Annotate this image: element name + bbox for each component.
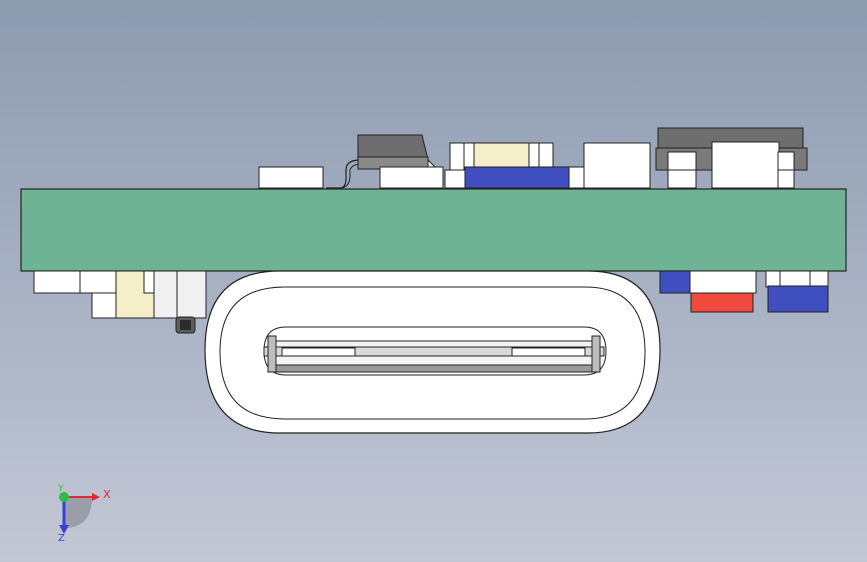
sot-package: [357, 134, 438, 170]
bottom-blue-large: [767, 285, 829, 313]
x-axis-label: X: [103, 488, 111, 501]
triad-ghost-shape: [64, 497, 92, 528]
bottom-led-red: [690, 292, 754, 313]
smd-chip-right: [583, 142, 651, 189]
bottom-led-white: [689, 270, 757, 294]
smd-chip-left: [258, 166, 324, 189]
tact-switch: [655, 127, 808, 189]
y-axis-dot: [59, 492, 69, 502]
component-lead-inner: [330, 163, 363, 189]
bottom-housing: [153, 270, 207, 319]
blue-component: [444, 166, 590, 189]
usb-c-receptacle[interactable]: [204, 270, 661, 434]
bottom-led-white-2: [765, 270, 829, 288]
usb-c-tongue: [263, 335, 605, 373]
smd-chip-center: [379, 166, 444, 189]
z-axis-label: Z: [58, 533, 65, 544]
pcb-board[interactable]: [20, 188, 847, 272]
orientation-triad[interactable]: [59, 492, 100, 534]
bottom-chip-left: [33, 270, 81, 294]
y-axis-label: Y: [58, 484, 64, 494]
bottom-connector-step: [91, 292, 117, 319]
bottom-blue-small: [659, 270, 691, 294]
bottom-components: [33, 270, 829, 334]
top-components: [258, 127, 808, 189]
x-axis-arrowhead: [92, 493, 100, 501]
z-axis-arrowhead: [59, 525, 69, 534]
bottom-connector-tab: [143, 270, 155, 294]
